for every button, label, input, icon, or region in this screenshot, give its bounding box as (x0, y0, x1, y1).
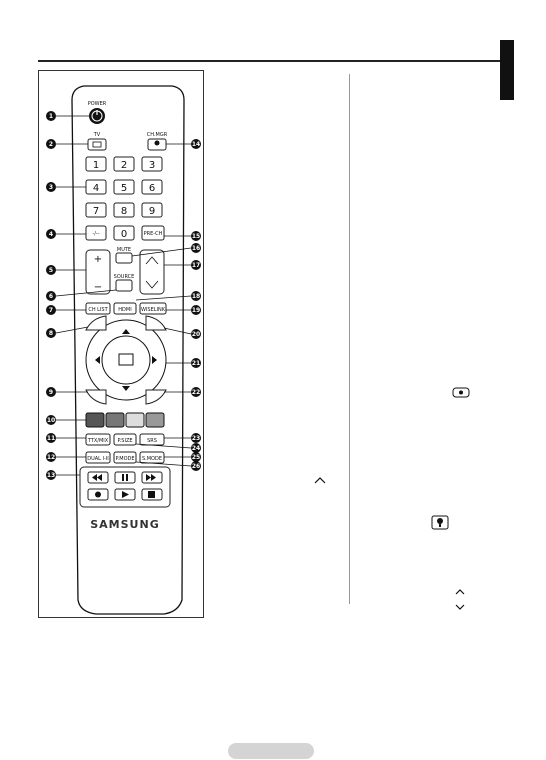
svg-text:7: 7 (49, 307, 53, 314)
tv-button (87, 138, 107, 151)
svg-text:24: 24 (192, 445, 200, 452)
svg-text:P.MODE: P.MODE (115, 456, 134, 462)
svg-text:26: 26 (192, 463, 200, 470)
svg-text:10: 10 (47, 417, 55, 424)
svg-text:25: 25 (192, 454, 200, 461)
svg-text:5: 5 (49, 267, 53, 274)
language-tab (500, 40, 514, 100)
svg-text:S.MODE: S.MODE (142, 456, 162, 462)
svg-text:23: 23 (192, 435, 200, 442)
svg-text:22: 22 (192, 389, 200, 396)
exit-button (145, 389, 167, 405)
svg-text:2: 2 (49, 141, 53, 148)
tv-label: TV (93, 132, 101, 138)
svg-text:SRS: SRS (147, 438, 157, 444)
power-label: POWER (88, 101, 107, 107)
digit-dash: -/-- (92, 231, 99, 237)
psize-button (113, 433, 137, 446)
dual-button (85, 451, 111, 464)
svg-text:−: − (94, 282, 102, 293)
source-button (115, 279, 133, 292)
source-label: SOURCE (114, 274, 135, 280)
red-button (85, 412, 105, 428)
volume-rocker (85, 249, 111, 295)
digit-9: 9 (149, 206, 155, 217)
mute-button (115, 252, 133, 264)
svg-text:+: + (94, 254, 102, 265)
svg-text:TTX/MIX: TTX/MIX (87, 438, 109, 444)
yellow-button (125, 412, 145, 428)
digit-8: 8 (121, 206, 127, 217)
pmode-button (113, 451, 137, 464)
svg-text:13: 13 (47, 472, 55, 479)
digit-1: 1 (93, 160, 99, 171)
power-button (89, 108, 105, 124)
column-divider (349, 74, 350, 604)
page-number-pill (228, 743, 314, 759)
info-button (85, 389, 107, 405)
chevron-up-icon (455, 589, 465, 595)
svg-text:HDMI: HDMI (118, 307, 131, 313)
brand-logo: SAMSUNG (90, 518, 159, 531)
prech-button (141, 225, 165, 241)
chevron-down-icon (455, 604, 465, 610)
hdmi-button (113, 302, 137, 315)
svg-text:19: 19 (192, 307, 200, 314)
return-button (145, 315, 167, 331)
channel-rocker (139, 249, 165, 295)
svg-text:CH LIST: CH LIST (88, 307, 108, 313)
header-rule (38, 60, 510, 62)
svg-text:18: 18 (192, 293, 200, 300)
digit-7: 7 (93, 206, 99, 217)
pause-button (114, 471, 136, 484)
callout-markers: 1 2 3 4 5 6 7 8 9 10 11 12 13 14 15 16 1… (46, 111, 201, 480)
green-button (105, 412, 125, 428)
svg-text:11: 11 (47, 435, 55, 442)
digit-0: 0 (121, 229, 127, 240)
svg-text:6: 6 (49, 293, 53, 300)
svg-text:WISELINK: WISELINK (141, 307, 166, 313)
svg-text:DUAL I-II: DUAL I-II (87, 456, 109, 462)
remote-figure-frame (38, 70, 204, 618)
svg-text:4: 4 (49, 231, 53, 238)
chmgr-label: CH.MGR (147, 132, 168, 138)
svg-text:P.SIZE: P.SIZE (117, 438, 132, 444)
wiselink-button (139, 302, 167, 315)
number-pad: 1 2 3 4 5 6 7 8 9 -/-- 0 PRE-CH (85, 156, 165, 241)
enter-button (118, 353, 134, 366)
svg-text:14: 14 (192, 141, 200, 148)
svg-text:20: 20 (192, 331, 200, 338)
svg-text:17: 17 (192, 262, 200, 269)
digit-5: 5 (121, 183, 127, 194)
digit-6: 6 (149, 183, 155, 194)
digit-4: 4 (93, 183, 99, 194)
svg-text:12: 12 (47, 454, 55, 461)
svg-text:16: 16 (192, 245, 200, 252)
svg-text:9: 9 (49, 389, 53, 396)
svg-text:1: 1 (49, 113, 53, 120)
chevron-up-icon (314, 477, 326, 484)
chlist-button (85, 302, 111, 315)
digit-2: 2 (121, 160, 127, 171)
blue-button (145, 412, 165, 428)
svg-text:21: 21 (192, 360, 200, 367)
mute-label: MUTE (117, 247, 131, 253)
svg-text:8: 8 (49, 330, 53, 337)
svg-text:3: 3 (49, 184, 53, 191)
svg-text:15: 15 (192, 233, 200, 240)
ttxmix-button (85, 433, 111, 446)
svg-text:PRE-CH: PRE-CH (144, 231, 163, 237)
digit-3: 3 (149, 160, 155, 171)
